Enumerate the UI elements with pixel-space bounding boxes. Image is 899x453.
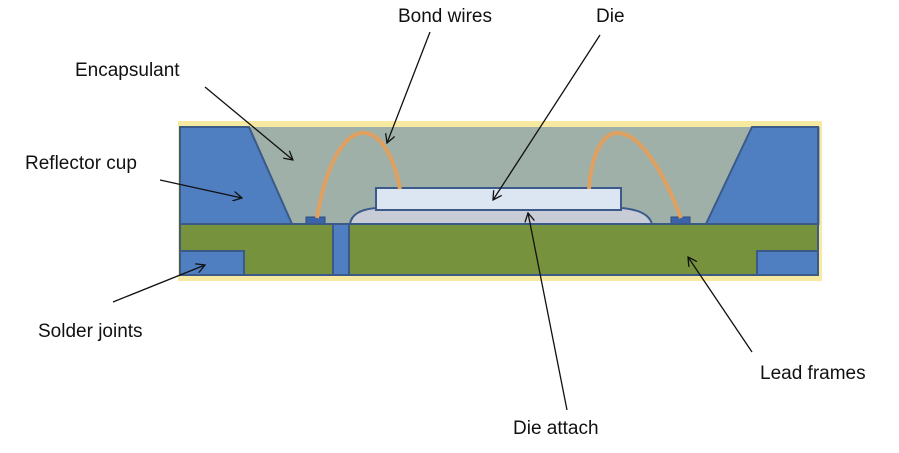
label-reflector-cup: Reflector cup xyxy=(25,153,137,174)
arrow-solder-joints xyxy=(112,265,205,303)
arrow-reflector-cup xyxy=(159,179,242,198)
label-bond-wires: Bond wires xyxy=(398,6,492,27)
bond-wire-left xyxy=(315,131,402,219)
arrow-encapsulant xyxy=(204,86,293,160)
label-encapsulant: Encapsulant xyxy=(75,60,180,81)
arrow-lead-frames xyxy=(688,257,753,353)
solder-joint-right xyxy=(756,250,819,276)
bond-wire-right xyxy=(587,131,683,219)
label-lead-frames: Lead frames xyxy=(760,363,866,384)
via xyxy=(332,223,350,276)
label-die: Die xyxy=(596,6,625,27)
lead-frame xyxy=(179,223,819,276)
bond-pad-left xyxy=(305,216,326,225)
arrow-bond-wires xyxy=(387,31,431,143)
label-solder-joints: Solder joints xyxy=(38,321,143,342)
arrow-die-attach xyxy=(528,213,568,411)
label-die-attach: Die attach xyxy=(513,418,599,439)
arrow-die xyxy=(493,34,601,200)
